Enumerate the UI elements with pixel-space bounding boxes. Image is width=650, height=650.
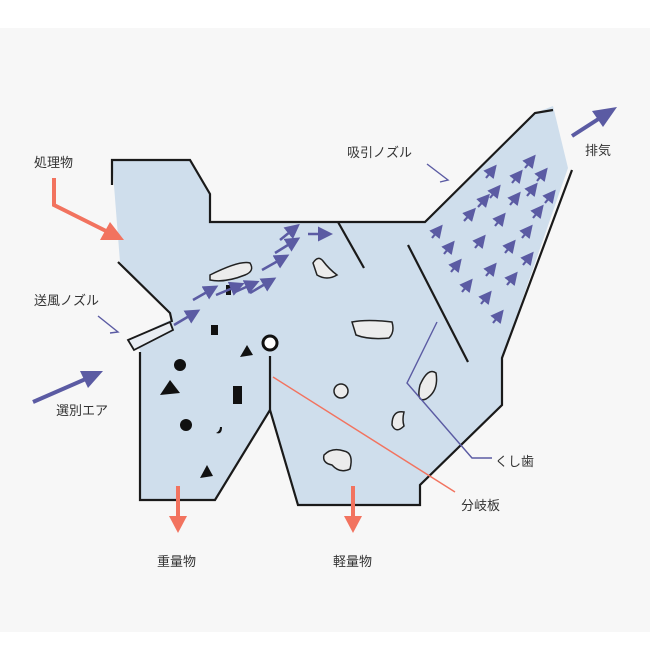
- heavy-output-arrow: [169, 486, 187, 533]
- label-blower-nozzle: 送風ノズル: [34, 294, 100, 309]
- label-sorting-air: 選別エア: [56, 404, 109, 419]
- label-exhaust: 排気: [585, 144, 612, 159]
- blower-nozzle: [126, 320, 175, 352]
- light-output-arrow: [344, 486, 362, 533]
- label-input-material: 処理物: [34, 156, 74, 171]
- exhaust-arrow: [570, 107, 617, 138]
- label-heavy-material: 重量物: [157, 555, 197, 570]
- light-particles: [209, 257, 438, 472]
- label-splitter-plate: 分岐板: [461, 499, 501, 514]
- round-particle: [261, 334, 279, 352]
- sorting-air-arrow: [32, 371, 103, 404]
- label-light-material: 軽量物: [333, 555, 373, 570]
- leader-lines: [97, 163, 492, 493]
- input-material-arrow: [52, 178, 124, 240]
- label-comb-teeth: くし歯: [495, 455, 535, 470]
- label-suction-nozzle: 吸引ノズル: [347, 146, 413, 161]
- comb-teeth-plate: [407, 244, 469, 363]
- chamber-fill: [112, 106, 568, 505]
- air-flow-arrows: [173, 154, 556, 327]
- upper-baffle: [337, 221, 365, 269]
